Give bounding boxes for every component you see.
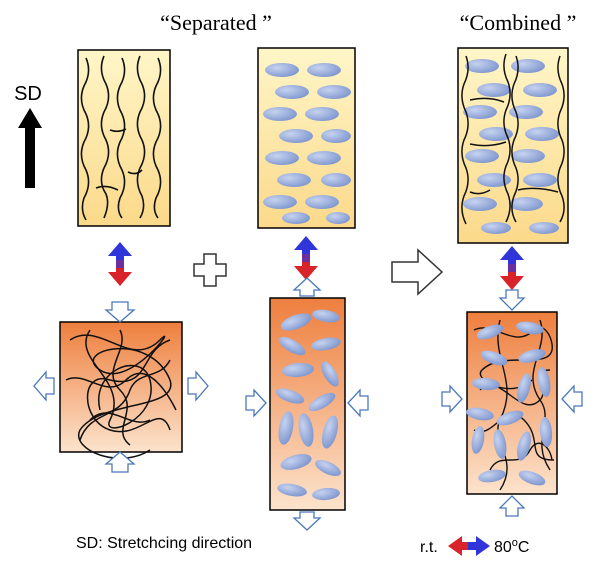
temp-unit: C: [518, 539, 530, 556]
combine-arrow-icon: [391, 248, 444, 296]
temp-label-rt: r.t.: [420, 539, 438, 556]
arrow-down-icon: [292, 511, 322, 531]
sd-arrow-icon: [18, 108, 42, 188]
panel-combined-orange: [466, 311, 558, 495]
ellipses-group-random: [275, 309, 341, 501]
sd-label: SD: [14, 83, 42, 105]
temp-arrow-2-icon: [294, 236, 318, 280]
arrow-left-icon: [33, 370, 55, 402]
panel-yellow-chains: [77, 49, 171, 227]
temp-double-arrow-icon: [448, 536, 490, 556]
wavy-chains-group: [80, 55, 162, 221]
arrow-up-icon: [292, 277, 322, 297]
ellipses-group-combined: [463, 59, 559, 234]
legend-stretching: SD: Stretchcing direction: [76, 535, 252, 552]
arrow-down-icon: [104, 301, 136, 323]
ellipses-group-combined-random: [466, 321, 553, 486]
arrow-down-icon: [498, 289, 526, 311]
temp-degree-sup: o: [512, 537, 518, 549]
title-combined: “Combined ”: [460, 10, 577, 35]
arrow-up-icon: [104, 451, 136, 473]
tangled-chains-group: [65, 329, 177, 459]
arrow-left-icon: [561, 384, 583, 414]
ellipses-group-aligned: [263, 63, 351, 224]
temp-arrow-3-icon: [500, 246, 524, 290]
title-separated: “Separated ”: [160, 10, 272, 35]
panel-orange-ellipses: [269, 297, 346, 511]
arrow-right-icon: [187, 370, 209, 402]
temp-value: 80: [494, 539, 512, 556]
temp-label-80c: 80oC: [494, 537, 529, 556]
compression-arrows: [33, 277, 583, 531]
arrow-left-icon: [347, 388, 369, 418]
arrow-right-icon: [441, 384, 463, 414]
arrow-up-icon: [498, 495, 526, 517]
plus-icon: [193, 253, 227, 287]
arrow-right-icon: [245, 388, 267, 418]
temp-arrow-1-icon: [108, 242, 132, 286]
wavy-chains-combined: [461, 53, 565, 225]
